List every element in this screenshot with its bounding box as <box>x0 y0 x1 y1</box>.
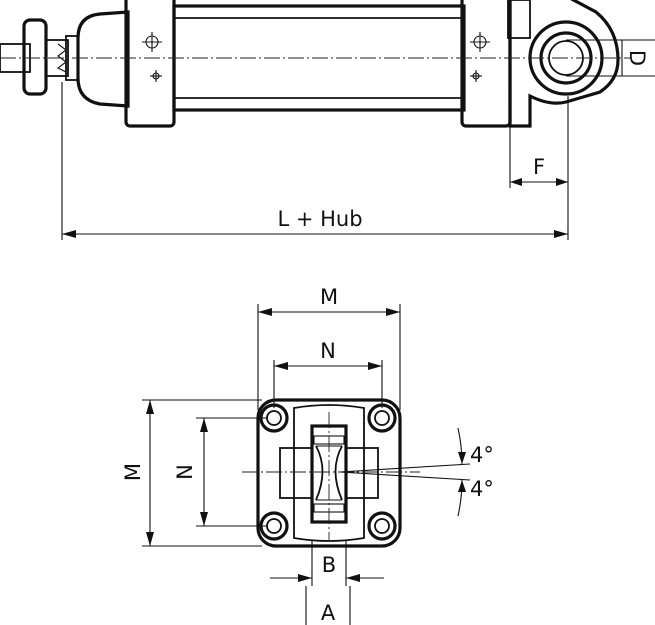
label-b: B <box>322 553 336 577</box>
label-f: F <box>533 155 545 179</box>
label-d: D <box>625 50 649 66</box>
hatched-plate <box>507 0 531 39</box>
dimension-b: B <box>270 540 384 586</box>
angle-indicator: 4° 4° <box>339 427 494 517</box>
label-n-left: N <box>173 464 197 480</box>
side-view: D F L + Hub <box>0 0 655 240</box>
rear-flange <box>460 0 512 128</box>
dimension-a: A <box>305 586 351 625</box>
end-view: M N M N <box>121 285 494 625</box>
label-length: L + Hub <box>277 207 362 231</box>
dimension-m-top: M <box>257 285 401 410</box>
label-m-top: M <box>320 285 338 309</box>
dimension-m-left: M <box>121 399 262 547</box>
dimension-n-top: N <box>273 339 383 408</box>
dimension-length: L + Hub <box>62 207 568 238</box>
screw-marks <box>142 32 490 82</box>
label-n-top: N <box>320 339 336 363</box>
front-cap <box>76 10 130 108</box>
front-flange <box>124 0 176 128</box>
pivot-eye <box>508 0 620 128</box>
dimension-f: F <box>510 155 568 186</box>
label-angle-upper: 4° <box>470 443 494 467</box>
dimension-n-left: N <box>173 417 268 527</box>
label-angle-lower: 4° <box>470 477 494 501</box>
label-m-left: M <box>121 463 145 481</box>
rod-end <box>0 18 79 96</box>
label-a: A <box>321 601 336 625</box>
end-plate <box>256 398 402 548</box>
dimension-d: D <box>566 39 655 77</box>
